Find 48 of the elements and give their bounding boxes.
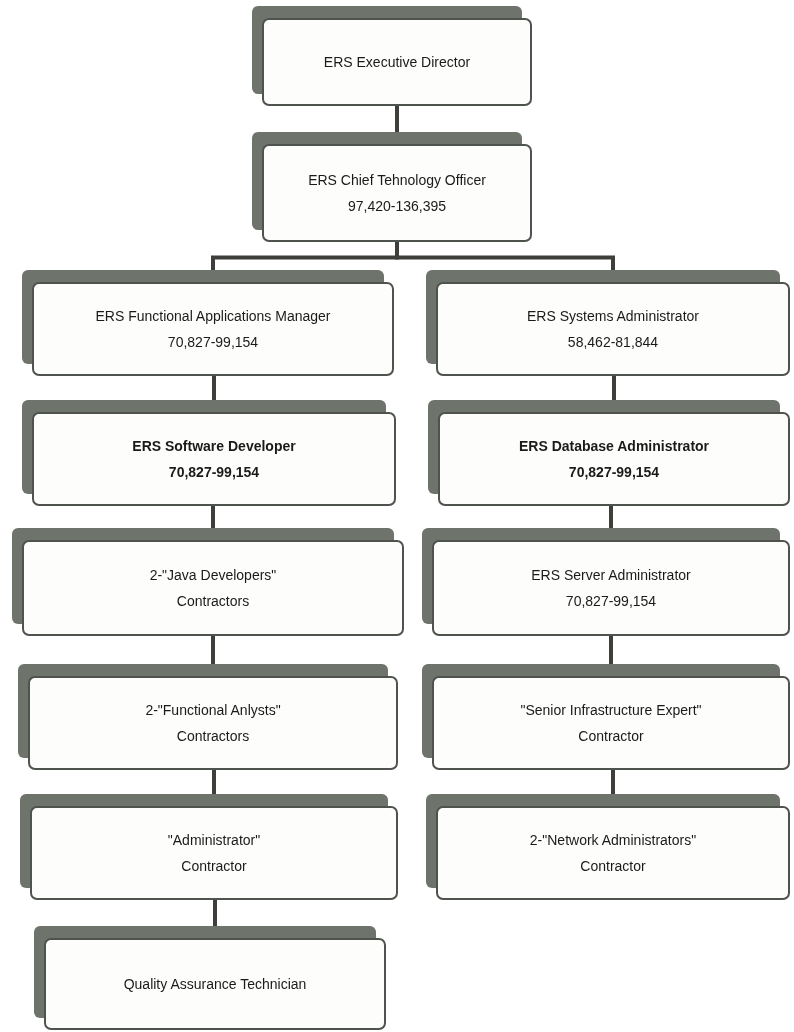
role-title: ERS Server Administrator: [531, 567, 691, 584]
connector-line: [611, 770, 615, 794]
role-title: 2-"Network Administrators": [529, 832, 697, 849]
org-box: [20, 794, 398, 900]
role-detail: 70,827-99,154: [168, 463, 260, 480]
role-detail: 70,827-99,154: [167, 333, 259, 350]
org-box: [428, 400, 790, 506]
org-box: [426, 270, 790, 376]
role-title: ERS Executive Director: [323, 53, 471, 71]
role-detail: 58,462-81,844: [567, 333, 659, 350]
role-detail: Contractor: [580, 857, 646, 874]
connector-line: [609, 506, 613, 528]
org-box: [426, 794, 790, 900]
org-box: [22, 270, 394, 376]
role-detail: 70,827-99,154: [565, 592, 657, 609]
connector-line: [395, 106, 399, 132]
connector-line: [212, 376, 216, 400]
role-title: ERS Functional Applications Manager: [95, 308, 331, 325]
role-title: 2-"Java Developers": [149, 567, 277, 584]
connector-line: [211, 506, 215, 528]
org-box: [422, 528, 790, 636]
role-title: 2-"Functional Anlysts": [145, 702, 281, 719]
connector-line: [609, 636, 613, 664]
org-box: [34, 926, 386, 1030]
role-title: ERS Chief Tehnology Officer: [308, 172, 486, 189]
role-detail: Contractors: [176, 592, 250, 609]
role-detail: 70,827-99,154: [568, 463, 660, 480]
connector-line: [211, 636, 215, 664]
role-title: ERS Systems Administrator: [527, 308, 699, 325]
org-box: [252, 132, 532, 242]
org-box: [18, 664, 398, 770]
role-title: "Administrator": [167, 832, 261, 849]
connector-line: [612, 376, 616, 400]
role-title: ERS Software Developer: [132, 438, 296, 455]
org-box: [12, 528, 404, 636]
org-box: [22, 400, 396, 506]
connector-line: [213, 900, 217, 926]
role-detail: Contractor: [578, 727, 644, 744]
connector-line: [395, 242, 615, 270]
role-detail: Contractors: [176, 727, 250, 744]
role-detail: Contractor: [181, 857, 247, 874]
role-title: "Senior Infrastructure Expert": [520, 702, 702, 719]
org-box: [252, 6, 532, 106]
connector-line: [212, 770, 216, 794]
org-box: [422, 664, 790, 770]
role-detail: 97,420-136,395: [347, 197, 447, 214]
role-title: ERS Database Administrator: [518, 438, 710, 455]
role-title: Quality Assurance Technician: [123, 975, 307, 993]
